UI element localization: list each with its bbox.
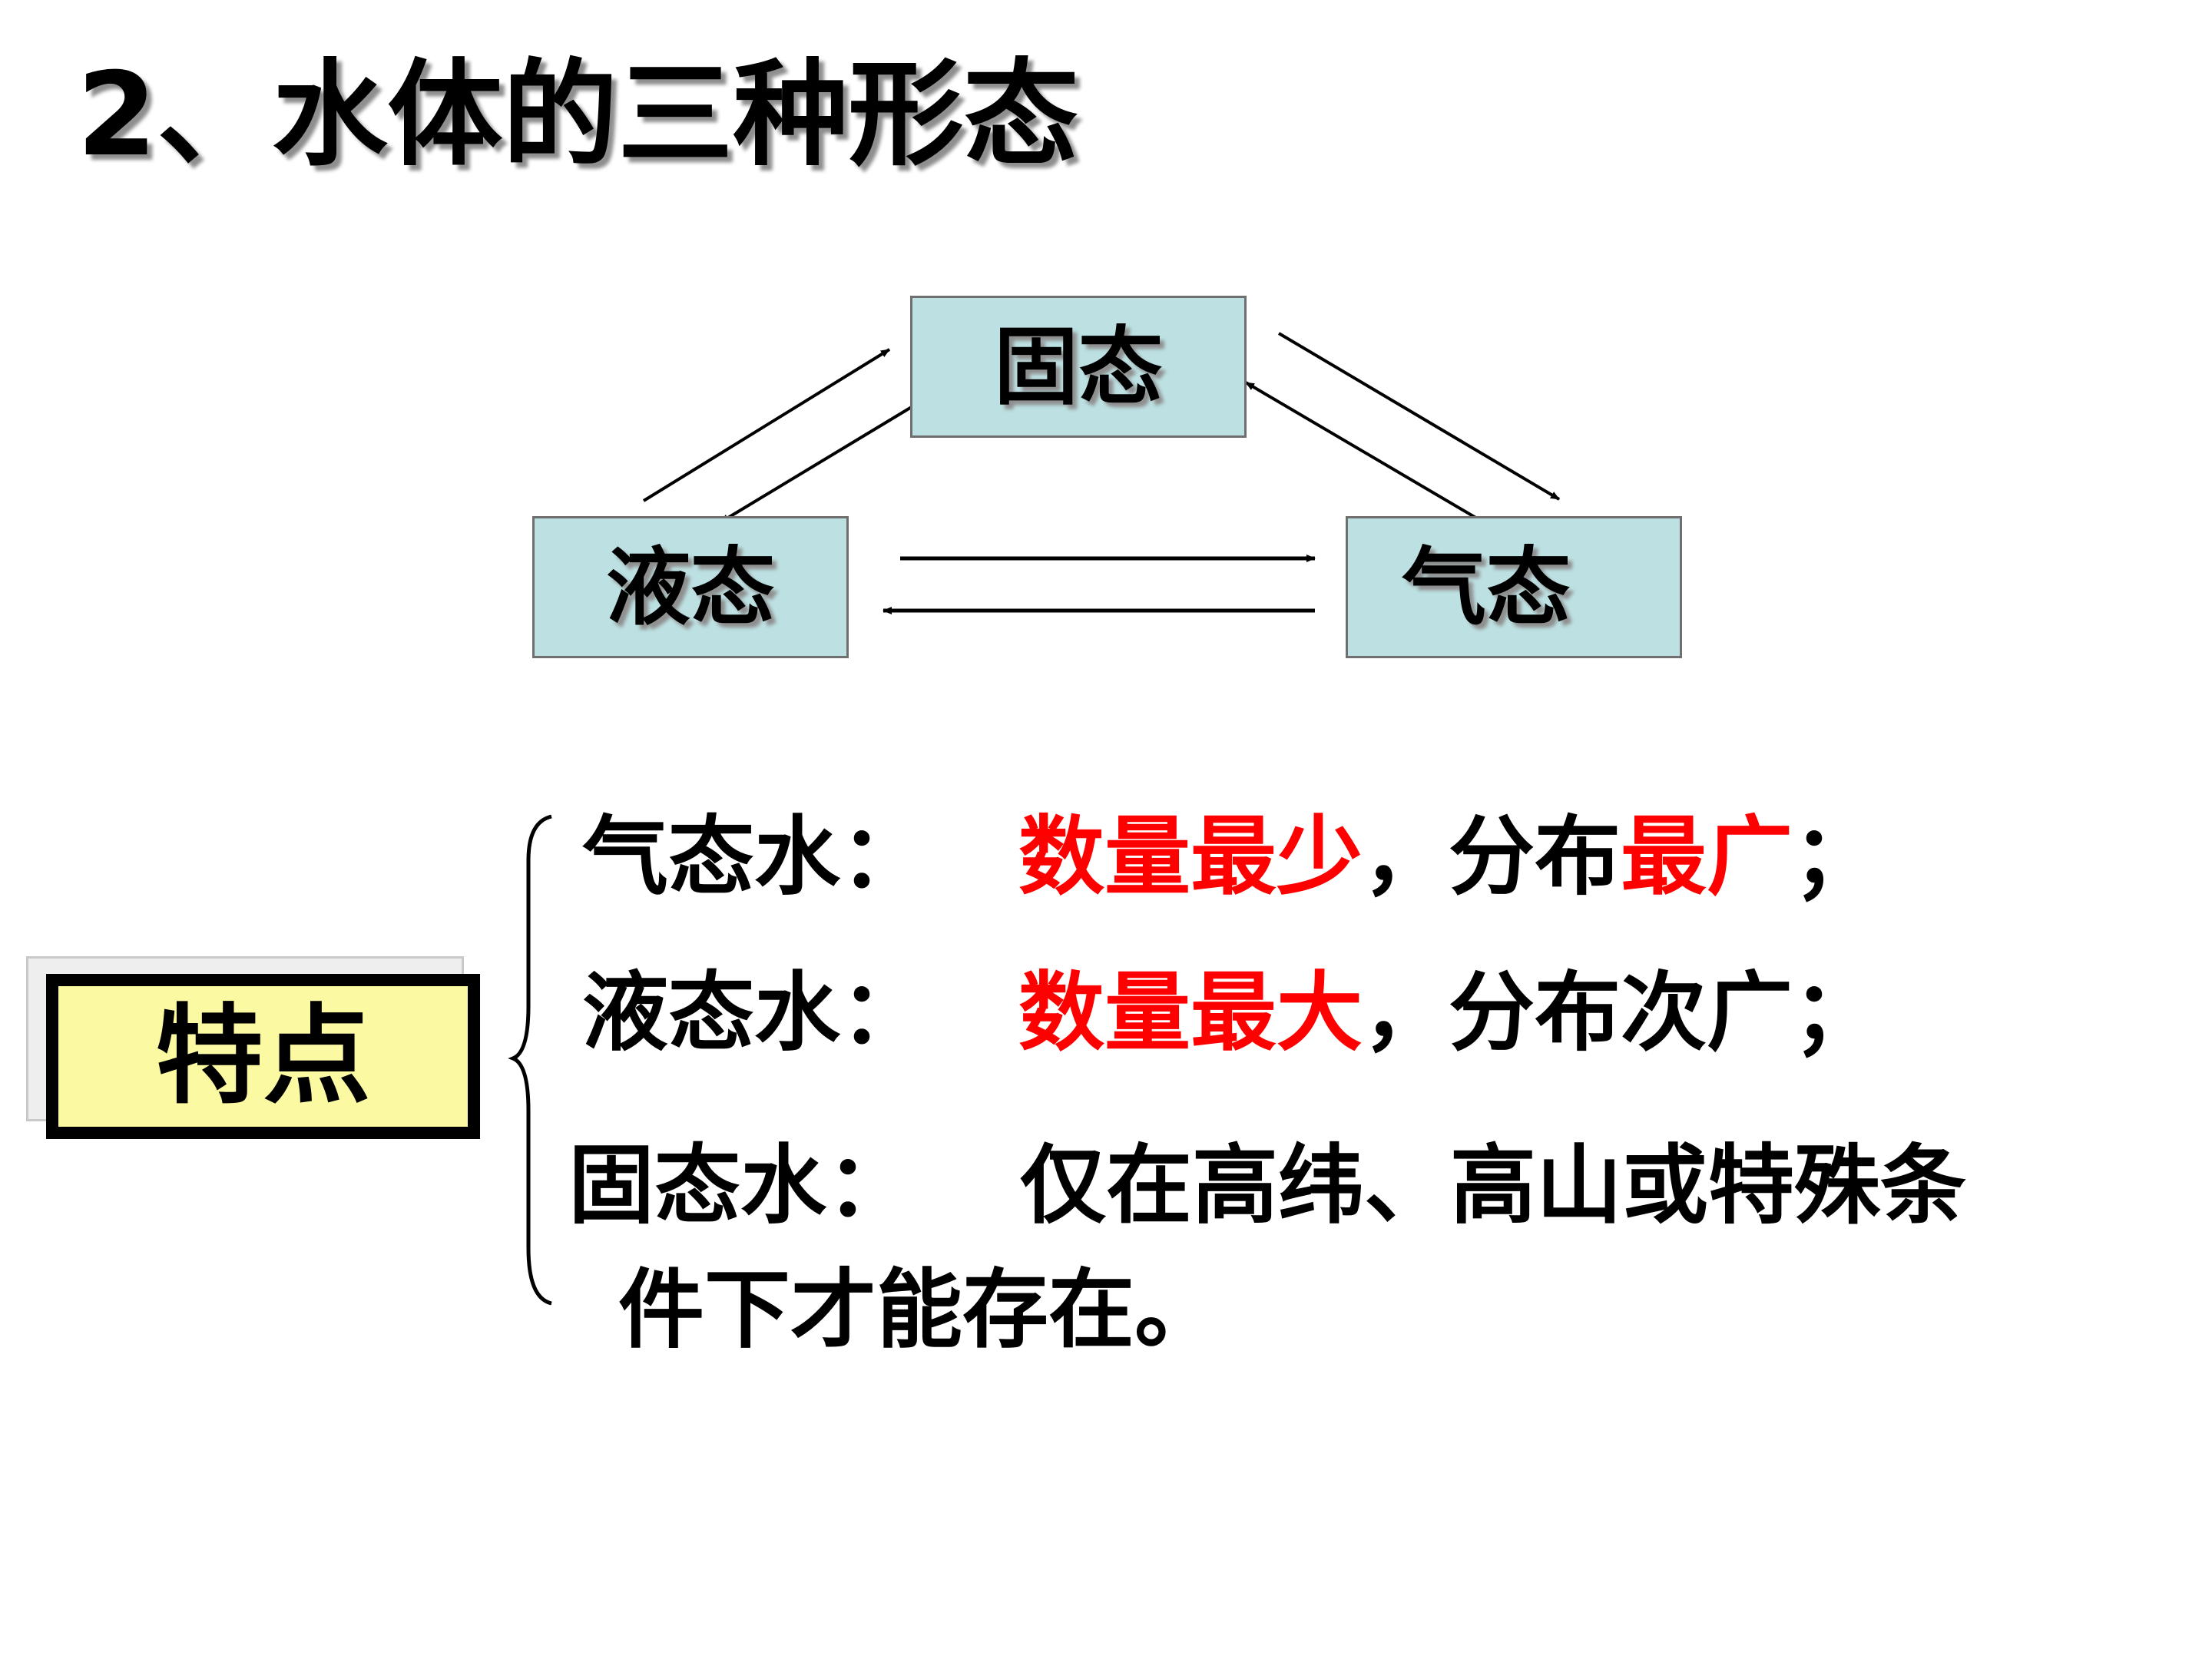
gas-state-box: 气态	[1346, 516, 1682, 658]
liquid-water-line: 液态水：数量最大，分布次广；	[582, 970, 1879, 1056]
solid-water-line-continued: 件下才能存在。	[618, 1267, 1220, 1353]
liquid-state-label: 液态	[606, 538, 775, 637]
solid-state-label: 固态	[994, 317, 1163, 416]
liquid-water-label: 液态水：	[582, 963, 926, 1063]
arrow-liquid-to-solid	[642, 348, 891, 502]
page-title: 2、水体的三种形态	[77, 48, 1079, 182]
arrow-solid-to-liquid	[719, 399, 923, 524]
solid-water-label: 固态水：	[568, 1136, 912, 1236]
liquid-water-quantity: 数量最大	[1018, 963, 1363, 1063]
gas-water-end: ；	[1793, 807, 1879, 907]
feature-box: 特点	[46, 974, 480, 1139]
gas-water-quantity: 数量最少	[1018, 807, 1363, 907]
gas-state-label: 气态	[1402, 538, 1571, 637]
arrow-solid-to-gas	[1277, 332, 1561, 501]
gas-water-label: 气态水：	[582, 807, 926, 907]
liquid-state-box: 液态	[532, 516, 849, 658]
solid-state-box: 固态	[910, 296, 1247, 438]
gas-water-distribution: ，分布	[1363, 807, 1621, 907]
feature-label: 特点	[155, 993, 371, 1119]
gas-water-line: 气态水：数量最少，分布最广；	[582, 814, 1879, 900]
arrow-gas-to-solid	[1244, 381, 1488, 525]
gas-water-distribution-value: 最广	[1621, 807, 1793, 907]
solid-water-line: 固态水：仅在高纬、高山或特殊条	[568, 1143, 1966, 1229]
liquid-water-distribution: ，分布次广；	[1363, 963, 1879, 1063]
solid-water-text-continued: 件下才能存在。	[618, 1260, 1220, 1360]
curly-brace	[508, 814, 552, 1306]
solid-water-text: 仅在高纬、高山或特殊条	[1020, 1136, 1966, 1236]
